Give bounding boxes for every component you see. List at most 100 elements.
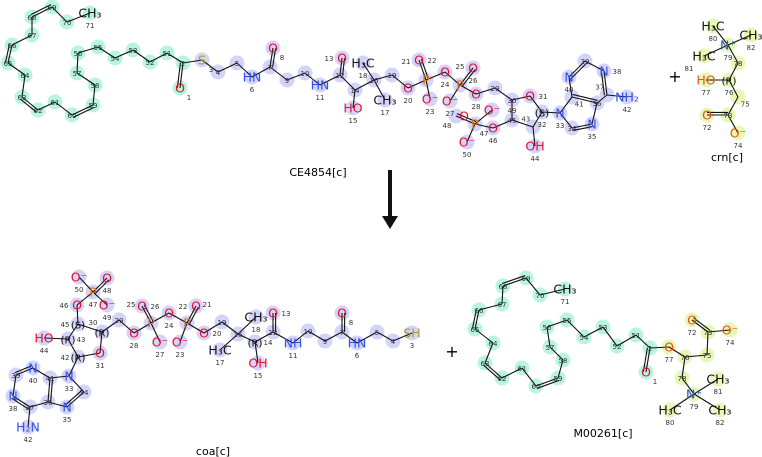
bond bbox=[68, 375, 85, 393]
atom-66: 66 bbox=[475, 307, 484, 315]
double-bond bbox=[461, 69, 476, 87]
bond bbox=[376, 331, 394, 342]
atom-21: P21 bbox=[402, 58, 431, 88]
atom-number: 59 bbox=[89, 102, 98, 110]
atom-number: 65 bbox=[4, 60, 13, 68]
atom-symbol: O bbox=[337, 306, 347, 321]
atom-symbol: (R) bbox=[722, 77, 737, 88]
atom-number: 34 bbox=[568, 125, 577, 133]
double-bond bbox=[501, 275, 526, 285]
bond bbox=[29, 401, 49, 408]
atom-40: N40 bbox=[28, 361, 37, 386]
atom-symbol: O bbox=[164, 306, 174, 321]
atom-4: 4 bbox=[216, 69, 221, 77]
bond bbox=[76, 304, 79, 325]
atom-number: 42 bbox=[24, 436, 33, 444]
atom-number: 53 bbox=[129, 47, 138, 55]
atom-number: 78 bbox=[734, 60, 743, 68]
bond bbox=[681, 356, 686, 379]
bond bbox=[68, 356, 79, 377]
atom-number: 15 bbox=[349, 117, 358, 125]
atom-number: 11 bbox=[289, 352, 298, 360]
atom-number: 52 bbox=[146, 59, 155, 67]
atom-number: 71 bbox=[561, 298, 570, 306]
atom-23: O⁻23 bbox=[422, 92, 438, 117]
reaction-arrow bbox=[382, 170, 398, 229]
atom-number: 22 bbox=[428, 57, 437, 65]
bond bbox=[474, 328, 494, 344]
atom-symbol: OH bbox=[525, 139, 544, 154]
atom-number: 3 bbox=[410, 342, 414, 350]
bond bbox=[32, 367, 51, 379]
plus-sign-top: + bbox=[668, 67, 681, 86]
atom-number: 72 bbox=[688, 329, 697, 337]
bond bbox=[475, 87, 496, 95]
atom-number: 16 bbox=[234, 331, 243, 339]
atom-number: 27 bbox=[156, 351, 165, 359]
atom-number: 37 bbox=[595, 83, 604, 91]
atom-number: 25 bbox=[456, 63, 465, 71]
atom-number: 13 bbox=[282, 310, 291, 318]
bond bbox=[66, 12, 91, 23]
bond bbox=[182, 59, 203, 64]
atom-number: 38 bbox=[9, 405, 18, 413]
atom-number: 68 bbox=[499, 283, 508, 291]
atom-7: 7 bbox=[340, 329, 344, 337]
atom-number: 49 bbox=[103, 314, 112, 322]
atom-number: 76 bbox=[725, 89, 734, 97]
atom-59: 59 bbox=[89, 102, 98, 110]
atom-number: 46 bbox=[60, 302, 69, 310]
atom-number: 21 bbox=[402, 58, 411, 66]
atom-number: 62 bbox=[498, 375, 507, 383]
double-bond bbox=[188, 306, 199, 325]
atom-number: 74 bbox=[726, 339, 735, 347]
atom-57: 57 bbox=[546, 344, 555, 352]
atom-41: 41 bbox=[46, 375, 55, 383]
atom-number: 43 bbox=[77, 336, 86, 344]
atom-52: 52 bbox=[613, 343, 622, 351]
bond bbox=[669, 393, 695, 411]
atom-28: O28 bbox=[471, 87, 481, 112]
atom-number: 69 bbox=[48, 4, 57, 12]
atom-48: O48 bbox=[102, 271, 112, 296]
bond bbox=[339, 74, 356, 91]
bond bbox=[292, 330, 309, 344]
atom-number: 35 bbox=[588, 133, 597, 141]
double-bond bbox=[176, 62, 181, 88]
atom-66: 66 bbox=[8, 42, 17, 50]
double-bond bbox=[572, 93, 598, 102]
bond bbox=[307, 330, 326, 342]
atom-5: 5 bbox=[235, 60, 239, 68]
atom-9: 9 bbox=[285, 77, 289, 85]
bond bbox=[21, 96, 39, 111]
atom-symbol: O bbox=[440, 65, 450, 80]
atom-50: O⁻50 bbox=[71, 270, 87, 295]
atom-73: 73 bbox=[704, 329, 713, 337]
bond bbox=[425, 79, 431, 100]
atom-symbol: P bbox=[456, 78, 464, 93]
atom-number: 41 bbox=[46, 375, 55, 383]
bond bbox=[219, 333, 239, 351]
bond bbox=[707, 329, 731, 333]
atom-59: 59 bbox=[554, 375, 563, 383]
bond bbox=[168, 312, 188, 324]
atom-symbol: O bbox=[102, 271, 112, 286]
atom-2: 2 bbox=[648, 345, 652, 353]
bond bbox=[203, 321, 223, 334]
atom-number: 20 bbox=[404, 97, 413, 105]
atom-43: (R)43 bbox=[61, 336, 86, 347]
atom-55: 55 bbox=[563, 317, 572, 325]
atom-number: 56 bbox=[74, 50, 83, 58]
bond bbox=[525, 277, 541, 296]
atom-symbol: O⁻ bbox=[422, 92, 438, 107]
atom-number: 76 bbox=[681, 354, 690, 362]
atom-number: 66 bbox=[475, 307, 484, 315]
bond bbox=[521, 367, 537, 387]
atom-number: 40 bbox=[29, 377, 38, 385]
atom-number: 9 bbox=[285, 77, 289, 85]
